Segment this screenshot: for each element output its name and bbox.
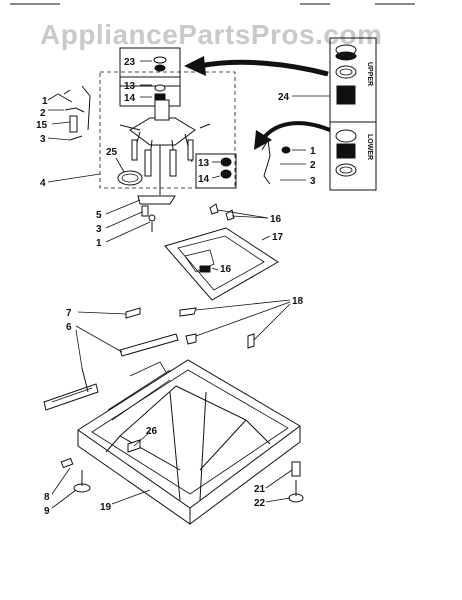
callout-1-right: 1 [310, 146, 316, 157]
callout-1-lower: 1 [96, 238, 102, 249]
callout-3-right: 3 [310, 176, 316, 187]
callout-23: 23 [124, 57, 136, 68]
lower-label: LOWER [366, 134, 373, 160]
seal-parts-top [153, 56, 167, 101]
base-frame-19 [77, 359, 301, 525]
gearcase-assembly-box [99, 47, 236, 189]
cover-plate-17 [164, 227, 279, 301]
arrows [184, 56, 331, 150]
callout-numbers: 23 13 14 1 2 15 3 4 25 24 13 14 1 2 3 5 … [36, 57, 316, 517]
callout-17: 17 [272, 232, 284, 243]
lower-hub-parts [137, 195, 176, 232]
callout-19: 19 [100, 502, 112, 513]
callout-13-top: 13 [124, 81, 136, 92]
callout-9: 9 [44, 506, 50, 517]
callout-14-top: 14 [124, 93, 136, 104]
upper-label: UPPER [366, 62, 373, 86]
leader-lines [47, 60, 330, 509]
callout-8: 8 [44, 492, 50, 503]
callout-14-right: 14 [198, 174, 210, 185]
callout-4: 4 [40, 178, 46, 189]
callout-13-right: 13 [198, 158, 210, 169]
callout-5: 5 [96, 210, 102, 221]
callout-3-left: 3 [40, 134, 46, 145]
callout-25: 25 [106, 147, 118, 158]
callout-2-left: 2 [40, 108, 46, 119]
callout-22: 22 [254, 498, 266, 509]
callout-24: 24 [278, 92, 290, 103]
ring-part-25 [117, 170, 143, 186]
callout-3-lower: 3 [96, 224, 102, 235]
transmission-hub [119, 99, 211, 195]
callout-1-left: 1 [42, 96, 48, 107]
left-small-parts [57, 85, 91, 141]
callout-16-plate: 16 [220, 264, 232, 275]
callout-15: 15 [36, 120, 48, 131]
right-small-parts [195, 138, 291, 189]
callout-6: 6 [66, 322, 72, 333]
callout-18: 18 [292, 296, 304, 307]
callout-21: 21 [254, 484, 266, 495]
callout-7: 7 [66, 308, 72, 319]
callout-26: 26 [146, 426, 158, 437]
rails-6-7 [43, 307, 179, 411]
clips-18 [179, 307, 255, 349]
callout-16-top: 16 [270, 214, 282, 225]
bearing-inset-24: UPPER LOWER [329, 37, 377, 191]
callout-2-right: 2 [310, 160, 316, 171]
watermark-text: AppliancePartsPros.com [40, 19, 382, 50]
